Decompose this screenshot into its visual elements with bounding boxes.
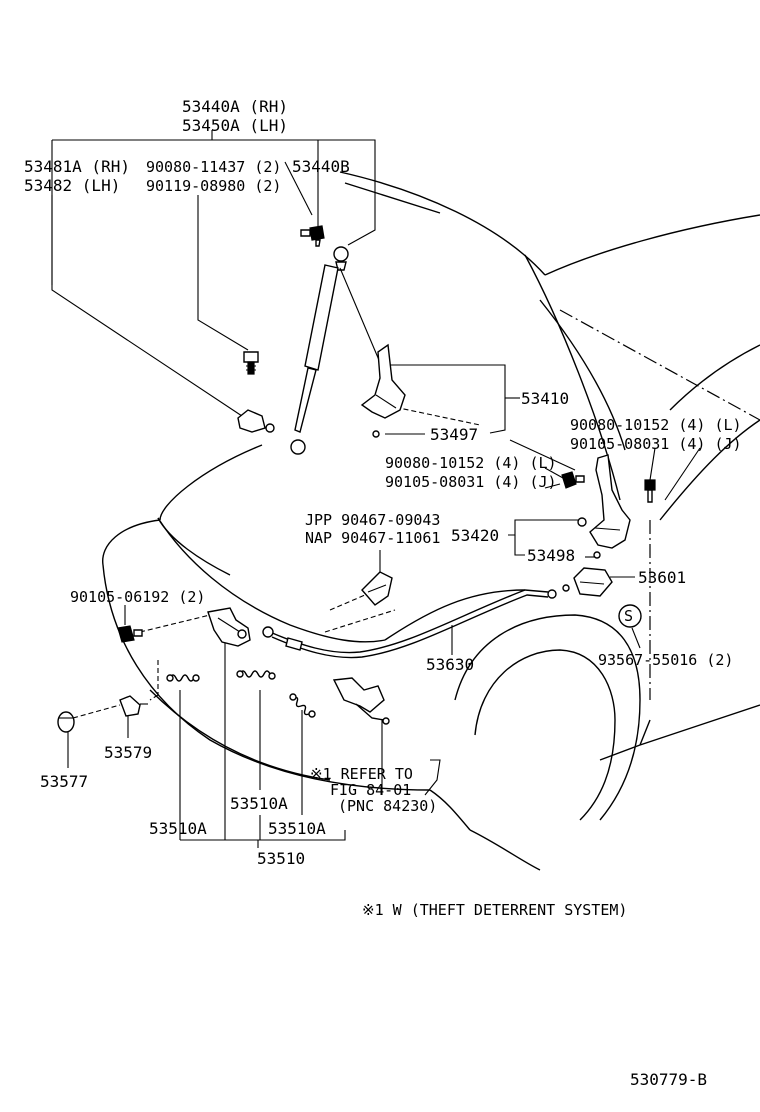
label-cushion: 53579 — [104, 743, 152, 762]
cushion-icon — [57, 711, 75, 733]
label-lock-a1: 53510A — [230, 794, 288, 813]
bolt-icon — [243, 351, 259, 375]
label-strut-rh: 53440A (RH) — [182, 97, 288, 116]
label-screw: 93567-55016 (2) — [598, 651, 733, 669]
spring-icon — [289, 693, 316, 718]
cushion-icon — [119, 695, 148, 717]
label-bolt-l-mid: 90080-10152 (4) (L) — [385, 454, 557, 472]
bolt-icon — [561, 471, 656, 503]
label-lever: 53601 — [638, 568, 686, 587]
label-refer-1: ※1 REFER TO — [310, 765, 413, 783]
label-hinge: 53410 — [521, 389, 569, 408]
label-strut-b: 53440B — [292, 157, 350, 176]
wire-harness-icon — [332, 677, 390, 725]
clip-icon — [361, 571, 393, 606]
figure-code: 530779-B — [630, 1070, 707, 1089]
strut-icon — [290, 246, 399, 455]
label-lock-a3: 53510A — [268, 819, 326, 838]
circle-s-text: S — [624, 607, 633, 625]
label-hinge-pin: 53497 — [430, 425, 478, 444]
spring-icon — [236, 670, 276, 680]
labels: 53440A (RH) 53450A (LH) 53481A (RH) 5348… — [24, 97, 742, 1089]
cable-icon — [262, 589, 557, 659]
label-bolt-1: 90080-11437 (2) — [146, 158, 281, 176]
label-bolt-j-upper: 90105-08031 (4) (J) — [570, 435, 742, 453]
label-strut-lh: 53450A (LH) — [182, 116, 288, 135]
lever-icon — [562, 567, 613, 597]
bolt-icon — [300, 225, 325, 247]
s-mark-icon: S — [618, 604, 642, 628]
label-lock: 53510 — [257, 849, 305, 868]
leader-lines — [51, 130, 701, 848]
clip-icon — [237, 409, 275, 433]
label-bolt-l-upper: 90080-10152 (4) (L) — [570, 416, 742, 434]
hinge-icon — [577, 454, 631, 559]
label-lock-a2: 53510A — [149, 819, 207, 838]
lock-icon — [207, 607, 251, 647]
spring-icon — [166, 674, 200, 682]
label-cable: 53630 — [426, 655, 474, 674]
label-nap: NAP 90467-11061 — [305, 529, 440, 547]
label-bolt-lock: 90105-06192 (2) — [70, 588, 205, 606]
bolt-icon — [117, 625, 143, 643]
label-note: ※1 W (THEFT DETERRENT SYSTEM) — [362, 901, 627, 919]
label-bolt-2: 90119-08980 (2) — [146, 177, 281, 195]
label-refer-2: FIG 84-01 — [330, 781, 411, 799]
label-bolt-j-mid: 90105-08031 (4) (J) — [385, 473, 557, 491]
label-bracket-lh: 53482 (LH) — [24, 176, 120, 195]
label-bracket-rh: 53481A (RH) — [24, 157, 130, 176]
label-hinge-lh: 53420 — [451, 526, 499, 545]
hinge-icon — [360, 343, 406, 438]
label-clip: 53498 — [527, 546, 575, 565]
label-jpp: JPP 90467-09043 — [305, 511, 440, 529]
label-cushion-cap: 53577 — [40, 772, 88, 791]
label-refer-3: (PNC 84230) — [338, 797, 437, 815]
